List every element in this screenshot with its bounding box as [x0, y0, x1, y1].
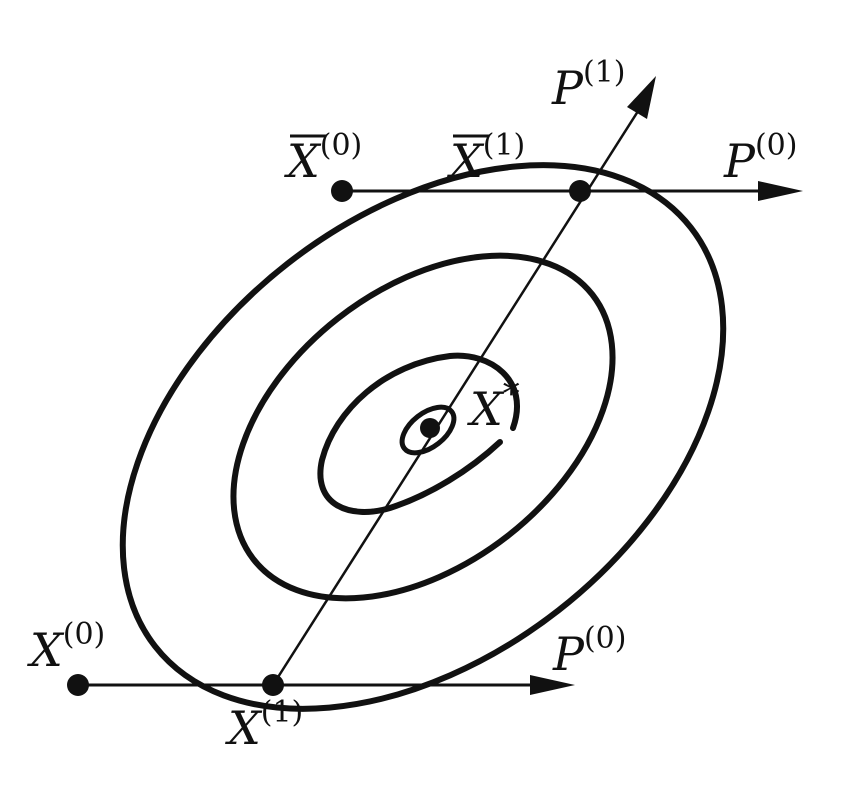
bottom-arrowhead: [530, 675, 575, 695]
label-p0-top: P(0): [723, 128, 797, 188]
center-contour-ellipse: [399, 404, 457, 456]
inner-contour-arc: [317, 352, 521, 515]
outer-contour-ellipse: [119, 162, 727, 712]
label-p0-bottom: P(0): [552, 621, 626, 681]
conjugate-direction-line: [271, 107, 642, 686]
xbar1-top-point: [569, 180, 591, 202]
label-x-star: X*: [467, 374, 520, 436]
label-x0-bottom: X(0): [27, 617, 105, 677]
label-x1-bottom: X(1): [225, 695, 303, 755]
diagonal-arrowhead: [627, 76, 656, 119]
label-xbar0-top: X(0): [284, 128, 362, 188]
xbar0-top-point: [331, 180, 353, 202]
x1-bottom-point: [262, 674, 284, 696]
label-xbar1-top: X(1): [447, 128, 525, 188]
x0-bottom-point: [67, 674, 89, 696]
top-arrowhead: [758, 181, 803, 201]
label-p1-diagonal: P(1): [551, 55, 625, 115]
middle-contour-ellipse: [230, 252, 616, 602]
optimum-point: [420, 418, 440, 438]
